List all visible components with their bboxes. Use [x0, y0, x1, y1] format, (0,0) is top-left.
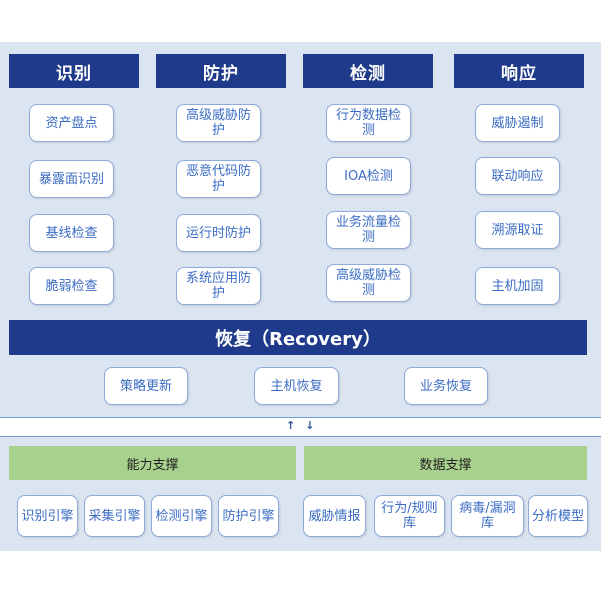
protect-item: 恶意代码防护	[176, 160, 261, 198]
protect-item: 运行时防护	[176, 214, 261, 252]
data-item: 分析模型	[528, 495, 588, 537]
identify-item: 暴露面识别	[29, 160, 114, 198]
detect-item: 业务流量检测	[326, 211, 411, 249]
capability-item: 识别引擎	[17, 495, 78, 537]
recovery-item: 主机恢复	[254, 367, 339, 405]
respond-item: 威胁遏制	[475, 104, 560, 142]
column-header-protect: 防护	[156, 54, 286, 88]
data-item: 病毒/漏洞库	[451, 495, 524, 537]
detect-item: 高级威胁检测	[326, 264, 411, 302]
column-header-identify: 识别	[9, 54, 139, 88]
capability-item: 防护引擎	[218, 495, 279, 537]
bidirectional-arrows: ↑ ↓	[286, 419, 314, 433]
layer-divider	[0, 417, 601, 437]
identify-item: 资产盘点	[29, 104, 114, 142]
respond-item: 溯源取证	[475, 211, 560, 249]
capability-item: 检测引擎	[151, 495, 212, 537]
identify-item: 脆弱检查	[29, 267, 114, 305]
column-header-respond: 响应	[454, 54, 584, 88]
data-item: 威胁情报	[303, 495, 366, 537]
capability-item: 采集引擎	[84, 495, 145, 537]
recovery-header: 恢复（Recovery）	[9, 320, 587, 355]
protect-item: 系统应用防护	[176, 267, 261, 305]
arrow-down-icon: ↓	[305, 419, 315, 432]
data-item: 行为/规则库	[374, 495, 445, 537]
recovery-item: 业务恢复	[404, 367, 488, 405]
identify-item: 基线检查	[29, 214, 114, 252]
detect-item: 行为数据检测	[326, 104, 411, 142]
arrow-up-icon: ↑	[286, 419, 296, 432]
respond-item: 联动响应	[475, 157, 560, 195]
recovery-item: 策略更新	[104, 367, 188, 405]
data-support-header: 数据支撑	[304, 446, 587, 480]
respond-item: 主机加固	[475, 267, 560, 305]
column-header-detect: 检测	[303, 54, 433, 88]
detect-item: IOA检测	[326, 157, 411, 195]
protect-item: 高级威胁防护	[176, 104, 261, 142]
capability-support-header: 能力支撑	[9, 446, 296, 480]
